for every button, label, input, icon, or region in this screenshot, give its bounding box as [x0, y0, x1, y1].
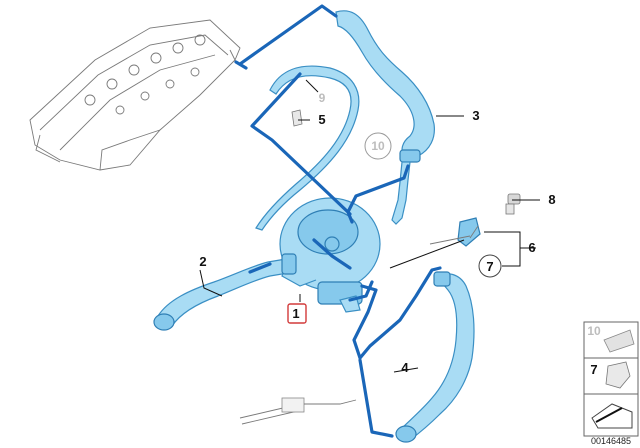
- callout-1-highlight-box: [287, 303, 307, 324]
- callout-8: 8: [548, 192, 555, 207]
- legend-item-7-label: 7: [590, 362, 597, 377]
- legend-clip-icon: [603, 329, 635, 353]
- leader-lines: [199, 79, 540, 373]
- callout-3: 3: [472, 108, 479, 123]
- reference-number: 00146485: [591, 436, 631, 446]
- callout-10-circle: 10: [364, 132, 392, 160]
- valve-cover-lineart: [29, 19, 241, 171]
- callout-6: 6: [528, 240, 535, 255]
- legend-arrow-icon: [591, 403, 633, 429]
- callout-1: 1: [292, 306, 299, 321]
- hose-part-9[interactable]: [255, 65, 360, 231]
- callout-4: 4: [401, 360, 409, 375]
- legend-item-10-label: 10: [587, 324, 601, 338]
- callout-7: 7: [486, 259, 493, 274]
- legend-bracket-icon: [605, 361, 631, 389]
- callout-5: 5: [318, 112, 325, 127]
- screw-part-8[interactable]: [505, 193, 521, 215]
- clip-part-5[interactable]: [291, 109, 303, 127]
- legend-panel: 10 7: [583, 321, 639, 437]
- hose-part-4[interactable]: [395, 271, 475, 443]
- bracket-part-6[interactable]: [429, 217, 481, 247]
- callout-9: 9: [319, 91, 326, 105]
- callout-2: 2: [199, 254, 206, 269]
- callout-7-circle: 7: [478, 254, 502, 278]
- routing-lines: [234, 4, 442, 438]
- oil-separator-part-1[interactable]: [279, 197, 381, 313]
- hose-part-2[interactable]: [153, 253, 297, 331]
- callout-10: 10: [371, 139, 385, 153]
- sensor-lineart: [239, 397, 357, 425]
